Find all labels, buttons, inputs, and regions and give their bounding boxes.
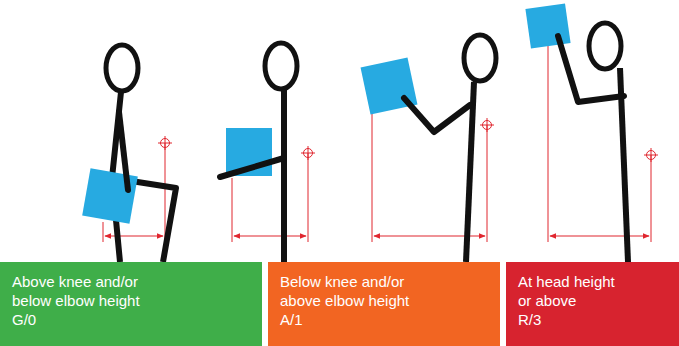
band-label: Above knee and/or below elbow height (12, 272, 160, 310)
figure-squat (82, 45, 176, 262)
figure-overhead (525, 3, 658, 262)
arm (119, 112, 128, 190)
arm (404, 98, 470, 132)
reach-arrow (234, 235, 306, 236)
risk-code: G/0 (12, 310, 160, 329)
reach-line (548, 44, 549, 242)
target-cross (308, 146, 309, 160)
risk-band-red: At head height or aboveR/3 (506, 262, 679, 346)
target-symbol (644, 148, 658, 162)
target-symbol (158, 136, 172, 150)
target-cross (487, 118, 488, 132)
risk-code: R/3 (518, 310, 624, 329)
figure-waist (220, 43, 315, 262)
box (525, 3, 570, 48)
band-label: At head height or above (518, 272, 624, 310)
reach-line (308, 153, 309, 242)
head (589, 23, 621, 69)
head (106, 45, 138, 91)
head (265, 43, 297, 89)
target-cross (165, 136, 166, 150)
reach-line (103, 222, 104, 242)
reach-line (487, 125, 488, 242)
risk-band-green: Above knee and/or below elbow heightG/0 (0, 262, 262, 346)
target-cross (651, 148, 652, 162)
reach-line (232, 178, 233, 242)
risk-band-amber: Below knee and/or above elbow heightA/1 (268, 262, 500, 346)
reach-arrow (550, 235, 649, 236)
head (464, 35, 496, 81)
arm (220, 158, 284, 177)
target-symbol (301, 146, 315, 160)
reach-line (651, 155, 652, 242)
body (281, 90, 287, 262)
reach-line (372, 108, 373, 242)
reach-line (165, 143, 166, 242)
risk-code: A/1 (280, 310, 428, 329)
arm (558, 36, 624, 102)
reach-arrow (105, 235, 163, 236)
target-symbol (480, 118, 494, 132)
figure-chest (361, 35, 496, 262)
band-label: Below knee and/or above elbow height (280, 272, 428, 310)
